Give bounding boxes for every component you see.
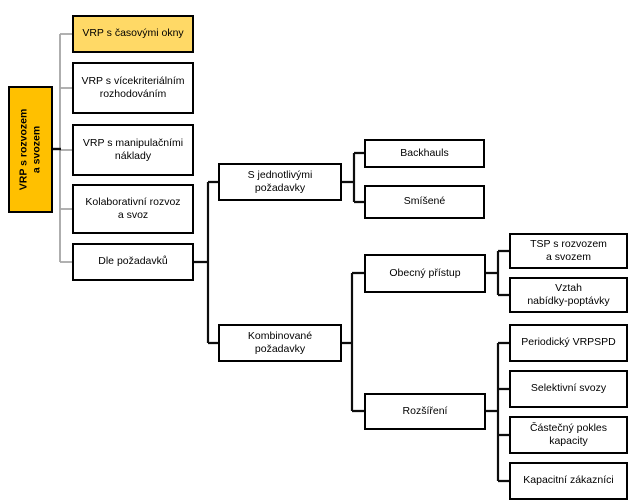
left-tree-connectors — [59, 33, 72, 263]
node-backhauls: Backhauls — [364, 139, 485, 168]
right-tree-connectors — [194, 151, 509, 483]
node-by-requirements: Dle požadavků — [72, 243, 194, 281]
node-vrp-time-windows: VRP s časovými okny — [72, 15, 194, 53]
node-capacitated-customers: Kapacitní zákazníci — [509, 462, 628, 500]
node-vrp-handling-costs: VRP s manipulačními náklady — [72, 124, 194, 176]
node-periodic-vrpspd: Periodický VRPSPD — [509, 324, 628, 362]
node-collaborative-pickup-delivery: Kolaborativní rozvoz a svoz — [72, 184, 194, 234]
node-supply-demand-relation: Vztah nabídky-poptávky — [509, 277, 628, 313]
node-extensions: Rozšíření — [364, 393, 486, 430]
node-vrp-multicriteria: VRP s vícekriteriálním rozhodováním — [72, 62, 194, 114]
node-root-label: VRP s rozvozem a svozem — [17, 108, 43, 191]
node-selective-pickups: Selektivní svozy — [509, 370, 628, 408]
node-individual-requests: S jednotlivými požadavky — [218, 163, 342, 201]
node-general-approach: Obecný přístup — [364, 254, 486, 293]
node-combined-requests: Kombinované požadavky — [218, 324, 342, 362]
node-partial-capacity-decrease: Částečný pokles kapacity — [509, 416, 628, 454]
node-tsp-pickup-delivery: TSP s rozvozem a svozem — [509, 233, 628, 269]
node-root-vrp-pickup-delivery: VRP s rozvozem a svozem — [8, 86, 53, 213]
node-mixed: Smíšené — [364, 185, 485, 219]
